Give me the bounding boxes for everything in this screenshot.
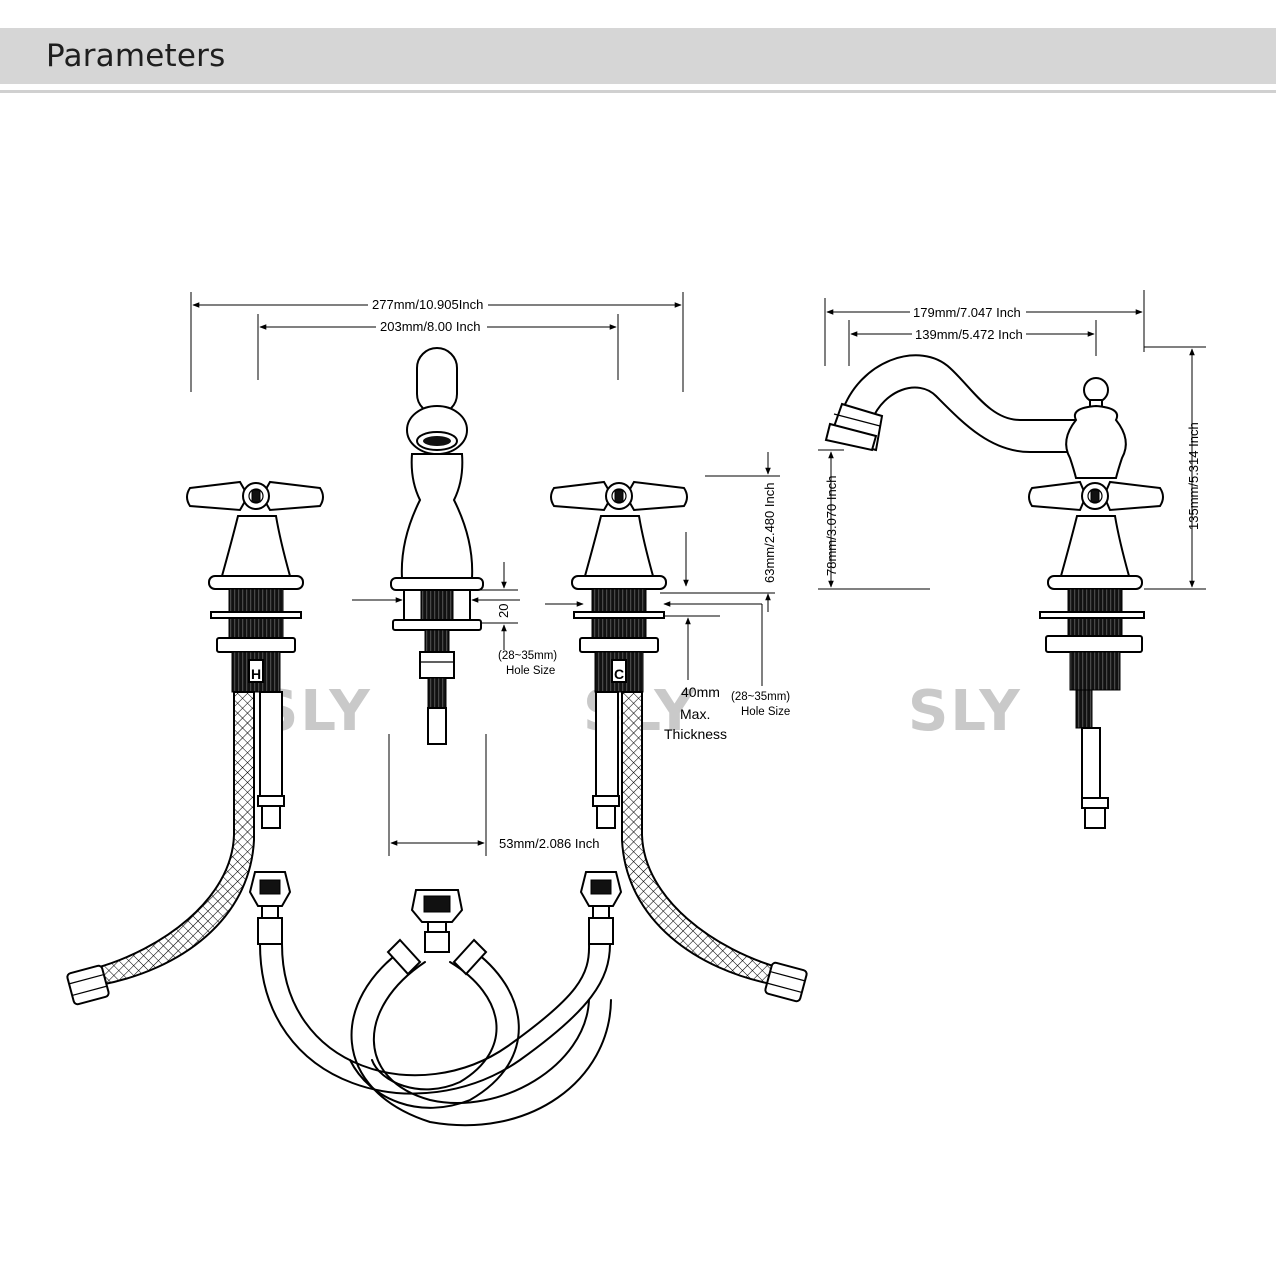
dimension-spout-hole: (28~35mm) Hole Size [352,597,557,677]
dim-spout-reach-text: 179mm/7.047 Inch [913,305,1021,320]
cold-handle-assembly: C [550,480,808,1003]
watermark-right: SLY [908,679,1022,744]
dim-spout-hole-label: Hole Size [506,665,555,677]
dimension-handle-height: 63mm/2.480 Inch [683,452,780,612]
dim-shank-spacing-text: 53mm/2.086 Inch [499,836,599,851]
side-view-dimensions: 179mm/7.047 Inch 139mm/5.472 Inch 78mm/3… [818,290,1206,590]
hot-marker-label: H [251,666,261,682]
dim-total-height-text: 135mm/5.314 Inch [1186,422,1201,530]
cold-marker-label: C [614,666,624,682]
dim-spout-hole-text: (28~35mm) [498,650,557,662]
dim-spout-height-text: 78mm/3.070 Inch [824,476,839,576]
dim-deck-thickness-l1: Max. [680,706,710,722]
dim-overall-width-text: 277mm/10.905Inch [372,297,483,312]
dimension-overall-width: 277mm/10.905Inch [190,292,684,392]
dim-deck-thickness-l2: Thickness [664,726,727,742]
dim-handle-hole-text: (28~35mm) [731,691,790,703]
dim-handle-height-text: 63mm/2.480 Inch [762,483,777,583]
side-view-faucet [824,354,1164,829]
dim-mount-depth-text: 20 [496,604,511,618]
dimension-mount-depth: 20 [478,562,518,650]
header-band [0,28,1276,84]
dimension-shank-spacing: 53mm/2.086 Inch [388,734,599,856]
connection-hoses [248,871,623,1127]
hot-handle-assembly: H [66,480,324,1006]
spout-assembly [390,347,484,745]
dim-deck-thickness-text: 40mm [681,684,720,700]
dimension-center-spread: 203mm/8.00 Inch [257,314,619,380]
dim-spout-to-handle-text: 139mm/5.472 Inch [915,327,1023,342]
page-title: Parameters [46,38,226,74]
header-divider [0,90,1276,93]
dimension-deck-thickness: 40mm Max. Thickness (28~35mm) Hole Size [545,592,790,742]
dim-handle-hole-label: Hole Size [741,706,790,718]
dim-center-spread-text: 203mm/8.00 Inch [380,319,480,334]
